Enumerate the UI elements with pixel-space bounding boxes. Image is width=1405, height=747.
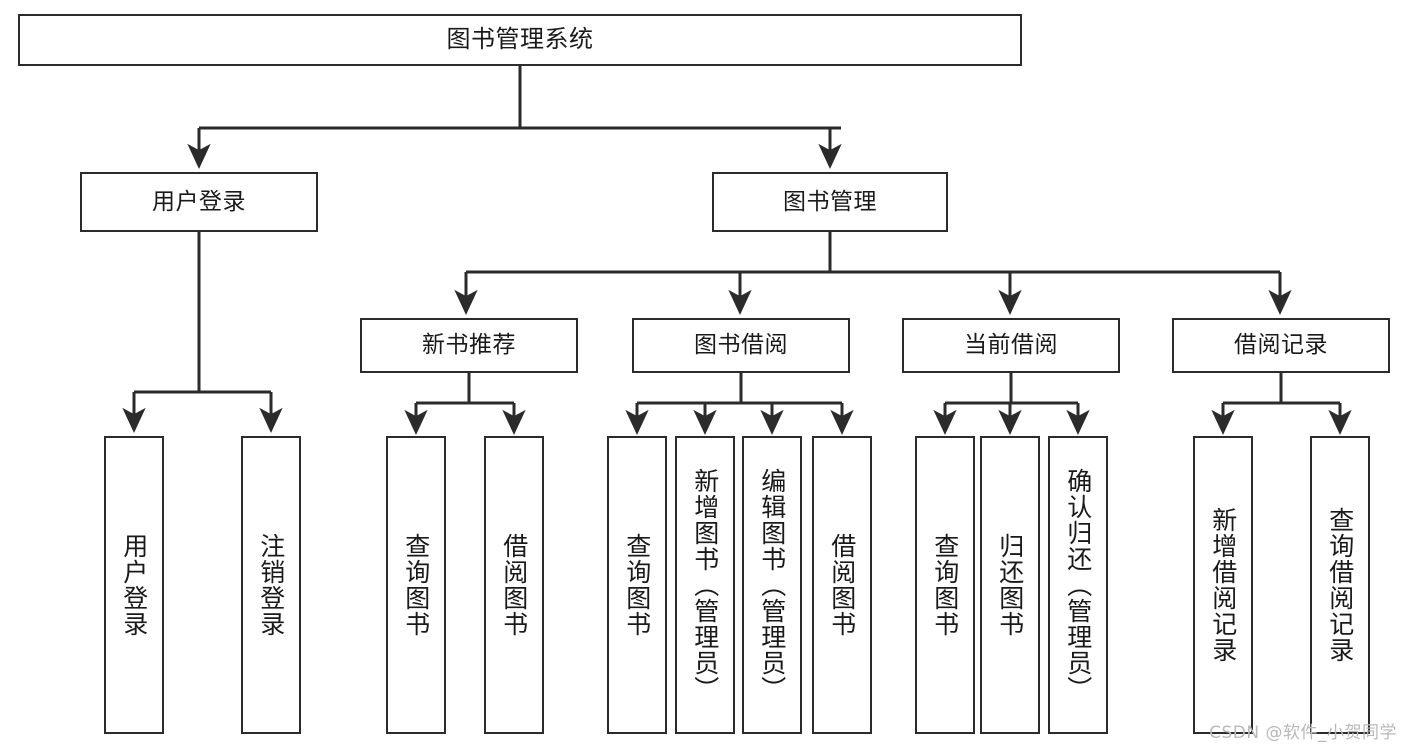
node-borrow-record[interactable]: 借阅记录 — [1172, 318, 1390, 373]
node-new-book-recommend[interactable]: 新书推荐 — [360, 318, 578, 373]
node-book-management[interactable]: 图书管理 — [712, 172, 948, 232]
node-current-borrow[interactable]: 当前借阅 — [902, 318, 1120, 373]
leaf-return-book[interactable]: 归还图书 — [980, 436, 1040, 734]
node-label: 借阅图书 — [827, 533, 857, 637]
node-label: 用户登录 — [119, 533, 149, 637]
node-label: 查询图书 — [622, 533, 652, 637]
leaf-add-book-admin[interactable]: 新增图书（管理员） — [675, 436, 735, 734]
node-label: 图书管理 — [783, 188, 877, 215]
node-label: 注销登录 — [256, 533, 286, 637]
node-label: 新增借阅记录 — [1208, 507, 1238, 663]
node-label: 归还图书 — [995, 533, 1025, 637]
node-label: 确认归还（管理员） — [1063, 468, 1093, 702]
leaf-confirm-return-admin[interactable]: 确认归还（管理员） — [1048, 436, 1108, 734]
leaf-user-login[interactable]: 用户登录 — [104, 436, 164, 734]
leaf-logout-login[interactable]: 注销登录 — [241, 436, 301, 734]
node-book-borrow[interactable]: 图书借阅 — [632, 318, 850, 373]
node-label: 借阅记录 — [1234, 332, 1328, 359]
leaf-query-book-current[interactable]: 查询图书 — [915, 436, 975, 734]
node-label: 图书借阅 — [694, 332, 788, 359]
node-label: 查询图书 — [401, 533, 431, 637]
node-label: 编辑图书（管理员） — [757, 468, 787, 702]
node-label: 图书管理系统 — [446, 25, 594, 54]
node-label: 查询图书 — [930, 533, 960, 637]
leaf-borrow-book-new-recommend[interactable]: 借阅图书 — [484, 436, 544, 734]
node-label: 查询借阅记录 — [1325, 507, 1355, 663]
csdn-watermark: CSDN @软件_小贺同学 — [1209, 723, 1397, 743]
leaf-borrow-book-borrow[interactable]: 借阅图书 — [812, 436, 872, 734]
node-label: 用户登录 — [152, 188, 246, 215]
node-label: 新书推荐 — [422, 332, 516, 359]
node-root-book-management-system[interactable]: 图书管理系统 — [18, 14, 1022, 66]
node-label: 新增图书（管理员） — [690, 468, 720, 702]
node-user-login[interactable]: 用户登录 — [80, 172, 318, 232]
leaf-edit-book-admin[interactable]: 编辑图书（管理员） — [742, 436, 802, 734]
leaf-query-book-borrow[interactable]: 查询图书 — [607, 436, 667, 734]
node-label: 借阅图书 — [499, 533, 529, 637]
node-label: 当前借阅 — [964, 332, 1058, 359]
leaf-add-borrow-record[interactable]: 新增借阅记录 — [1193, 436, 1253, 734]
leaf-query-book-new-recommend[interactable]: 查询图书 — [386, 436, 446, 734]
leaf-query-borrow-record[interactable]: 查询借阅记录 — [1310, 436, 1370, 734]
